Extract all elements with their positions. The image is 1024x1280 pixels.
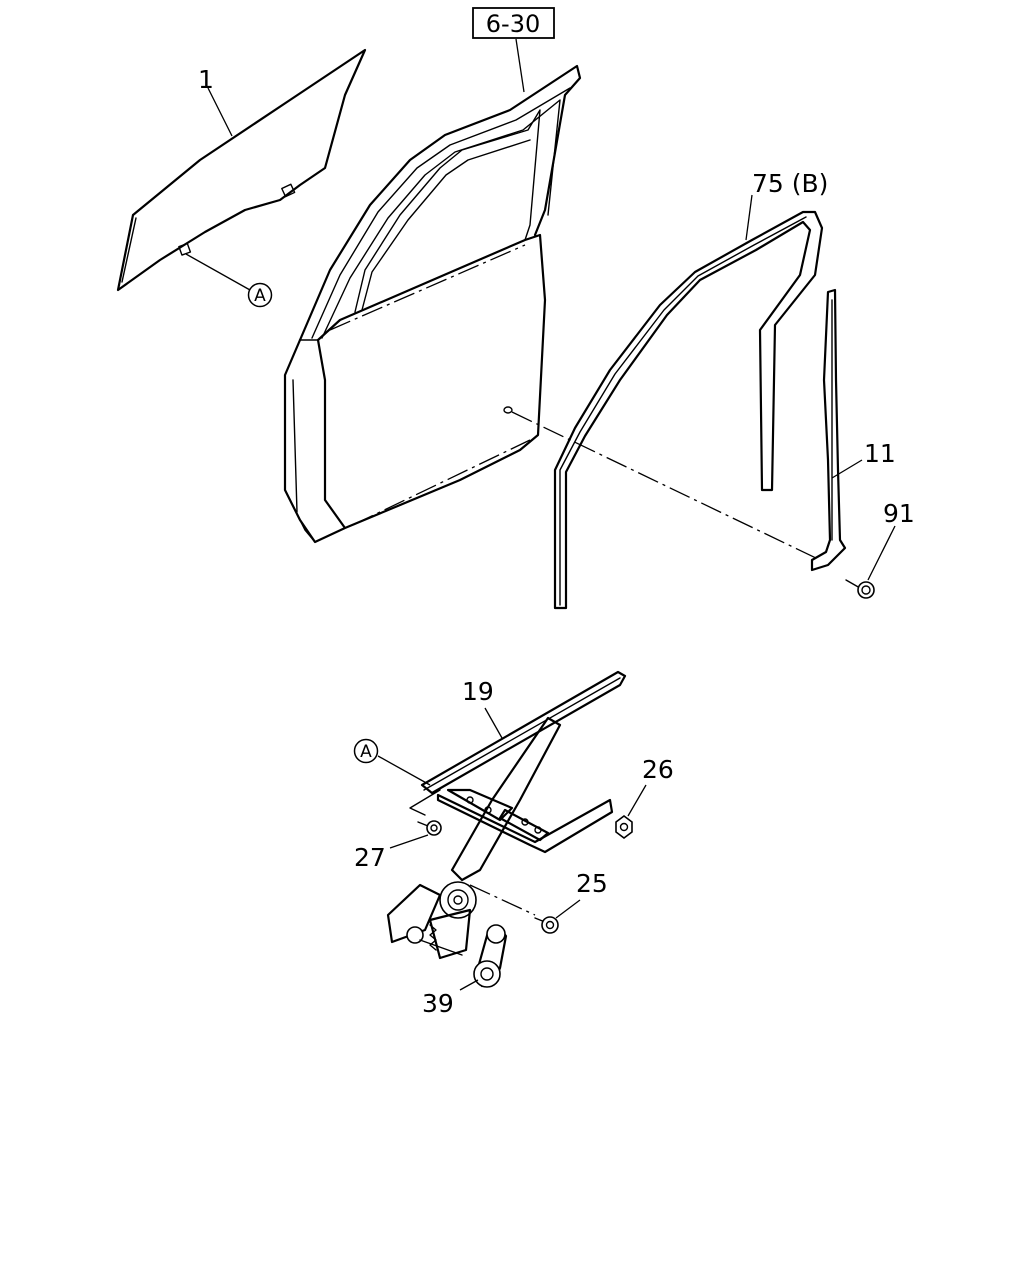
callout-39-label: 39	[422, 989, 454, 1018]
svg-text:A: A	[254, 286, 266, 306]
bolt-25-axis-line	[469, 884, 536, 916]
connector-a-lower-marker[interactable]: A	[353, 738, 379, 764]
connector-a-lower-arrow	[409, 789, 441, 816]
reference-box[interactable]: 6-30	[472, 7, 555, 39]
reference-leader	[515, 38, 525, 93]
svg-text:A: A	[360, 742, 372, 762]
door-glass[interactable]	[116, 48, 367, 292]
glass-run-channel[interactable]	[553, 210, 824, 610]
connector-a-upper-marker[interactable]: A	[247, 282, 273, 308]
callout-75b-label: 75 (B)	[752, 169, 828, 198]
regulator-handle[interactable]	[473, 924, 508, 988]
callout-91-leader	[867, 525, 896, 581]
callout-1-label: 1	[198, 65, 214, 94]
callout-19-leader	[484, 707, 503, 739]
callout-11-leader	[831, 459, 863, 479]
reference-label: 6-30	[486, 10, 540, 38]
nut-26[interactable]	[615, 815, 633, 839]
callout-91-label: 91	[883, 499, 915, 528]
alignment-line	[511, 411, 821, 561]
callout-26-label: 26	[642, 755, 674, 784]
callout-11-label: 11	[864, 439, 896, 468]
connector-a-lower-leader	[377, 755, 431, 786]
window-regulator[interactable]	[386, 670, 627, 960]
bolt-27[interactable]	[417, 820, 442, 836]
callout-25-label: 25	[576, 869, 608, 898]
screw-91[interactable]	[845, 579, 875, 599]
callout-26-leader	[627, 784, 647, 817]
callout-39-leader	[459, 979, 479, 991]
callout-19-label: 19	[462, 677, 494, 706]
bolt-25[interactable]	[534, 916, 559, 934]
callout-75b-leader	[745, 194, 753, 241]
callout-27-leader	[389, 834, 429, 849]
rear-window-guide[interactable]	[810, 288, 847, 572]
callout-1-leader	[207, 87, 233, 137]
callout-25-leader	[555, 899, 581, 919]
callout-27-label: 27	[354, 843, 386, 872]
connector-a-upper-leader	[185, 253, 251, 291]
front-door-panel[interactable]	[283, 64, 582, 544]
